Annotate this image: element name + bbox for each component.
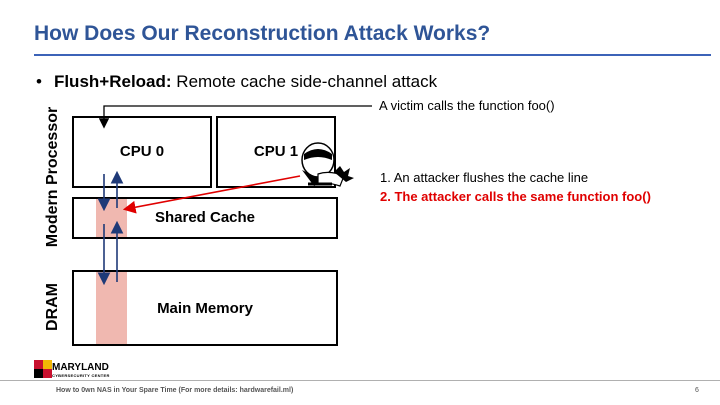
- main-memory-label: Main Memory: [157, 300, 253, 317]
- bullet-marker: •: [36, 72, 42, 91]
- logo-subtext: CYBERSECURITY CENTER: [52, 373, 110, 378]
- attacker-flush-arrow: [122, 175, 301, 214]
- shared-cache-label: Shared Cache: [154, 209, 256, 226]
- page-number: 6: [695, 387, 699, 394]
- cpu0-box: CPU 0: [72, 116, 212, 188]
- cpu1-box: CPU 1: [216, 116, 336, 188]
- cpu0-label: CPU 0: [119, 143, 165, 160]
- bullet-term: Flush+Reload:: [53, 72, 172, 91]
- main-memory-box: Main Memory: [72, 270, 338, 346]
- title-underline: [34, 54, 711, 56]
- cpu1-label: CPU 1: [253, 143, 299, 160]
- slide-title: How Does Our Reconstruction Attack Works…: [34, 22, 491, 45]
- footer-rule: [0, 380, 720, 381]
- footer-text: How to 0wn NAS in Your Spare Time (For m…: [56, 387, 294, 394]
- bullet-line: • Flush+Reload: Remote cache side-channel…: [36, 72, 437, 92]
- attacker-icon: [301, 142, 354, 187]
- victim-note: A victim calls the function foo(): [379, 98, 555, 113]
- bullet-text: Remote cache side-channel attack: [171, 72, 438, 91]
- step1-note: 1. An attacker flushes the cache line: [380, 170, 589, 185]
- victim-call-arrow: [98, 105, 372, 129]
- shared-cache-box: Shared Cache: [72, 197, 338, 239]
- logo-text: MARYLAND: [52, 362, 109, 373]
- maryland-logo-icon: [34, 360, 52, 378]
- step2-note: 2. The attacker calls the same function …: [380, 189, 651, 204]
